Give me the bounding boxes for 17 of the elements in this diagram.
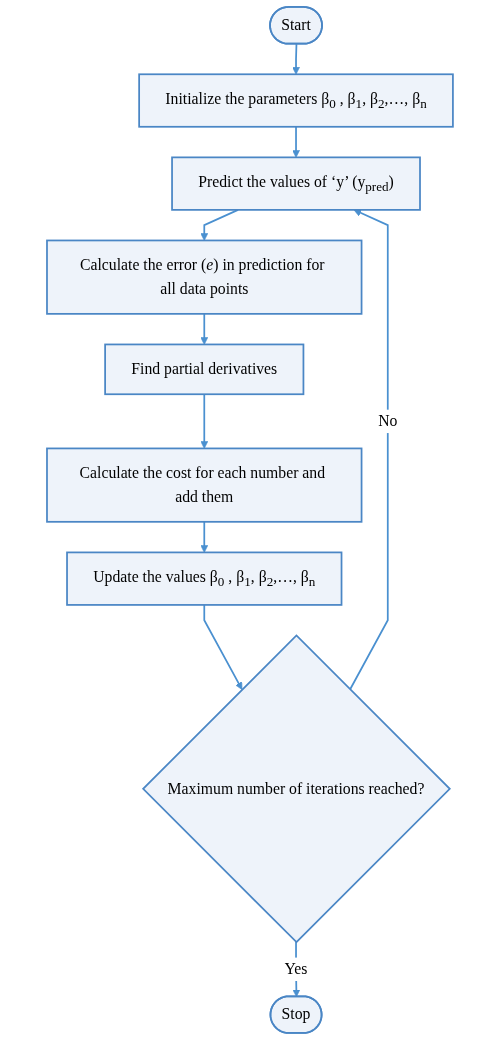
edge-label: No: [377, 412, 397, 430]
arrow: [200, 209, 239, 241]
arrow: [348, 209, 389, 691]
edge-label: Yes: [284, 960, 308, 978]
node-box: Initialize the parameters β$_{0}$ , β$_{1}$, β$_{2}$,…, β$_{n}$: [137, 73, 454, 128]
node-diamond: Maximum number of iterations reached?: [141, 634, 451, 944]
node-box: Calculate the error (e) in prediction for all data points: [45, 239, 362, 315]
node-box: Predict the values of ‘y’ (y$_{pred}$): [170, 156, 421, 211]
node-box: Calculate the cost for each number and add them: [45, 447, 362, 523]
arrow: [200, 393, 208, 449]
node-box: Update the values β$_{0}$ , β$_{1}$, β$_{2}$,…, β$_{n}$: [65, 551, 342, 606]
node-box: Find partial derivatives: [103, 343, 304, 396]
arrow: [202, 604, 242, 690]
arrow: [291, 43, 300, 75]
arrow: [200, 313, 208, 345]
arrow: [291, 125, 300, 158]
arrow: [200, 520, 208, 553]
